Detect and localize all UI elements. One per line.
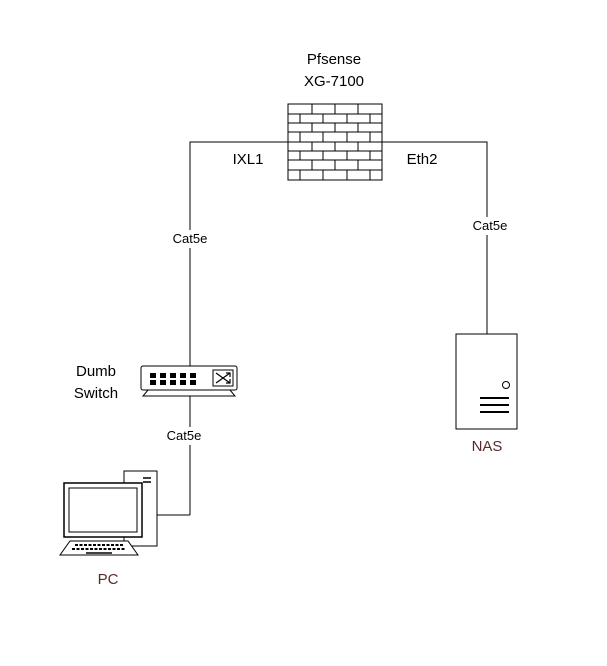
link-label-firewall-switch: Cat5e bbox=[168, 230, 212, 248]
link-label-text: Cat5e bbox=[473, 218, 508, 233]
link-label-text: Cat5e bbox=[173, 231, 208, 246]
switch-name-line2: Switch bbox=[74, 385, 118, 402]
wire-firewall-to-switch bbox=[189, 141, 288, 367]
firewall-name-line1: Pfsense bbox=[307, 51, 361, 68]
desktop-computer-icon bbox=[59, 470, 158, 556]
pc-device: PC bbox=[59, 470, 158, 588]
nas-name: NAS bbox=[472, 438, 503, 455]
nas-device: NAS bbox=[455, 333, 518, 455]
pc-name: PC bbox=[98, 571, 119, 588]
link-label-text: Cat5e bbox=[167, 428, 202, 443]
firewall-port-right: Eth2 bbox=[407, 151, 438, 168]
wire-firewall-to-nas bbox=[382, 141, 488, 334]
network-switch-icon bbox=[140, 365, 238, 397]
firewall-brick-wall-icon bbox=[287, 103, 383, 181]
link-label-firewall-nas: Cat5e bbox=[465, 217, 509, 235]
switch-name-line1: Dumb bbox=[76, 363, 116, 380]
connections bbox=[157, 141, 488, 516]
firewall-device: Pfsense XG-7100 bbox=[233, 51, 438, 181]
switch-device: Dumb Switch bbox=[74, 363, 238, 402]
link-label-switch-pc: Cat5e bbox=[162, 427, 206, 445]
server-tower-icon bbox=[455, 333, 518, 430]
firewall-name-line2: XG-7100 bbox=[304, 73, 364, 90]
firewall-port-left: IXL1 bbox=[233, 151, 264, 168]
